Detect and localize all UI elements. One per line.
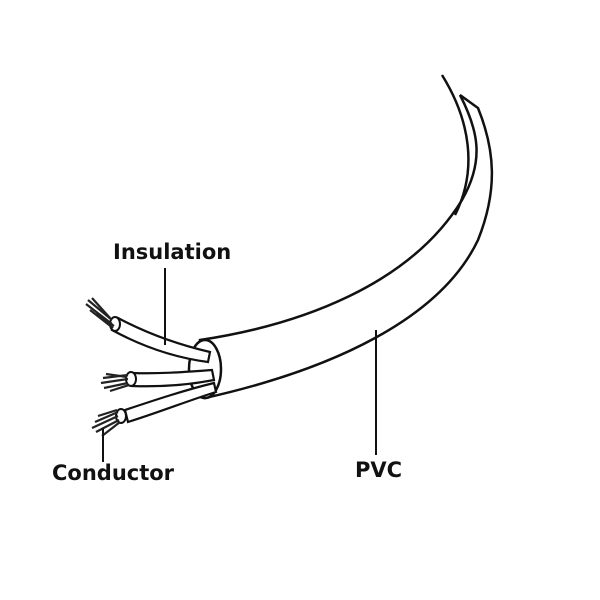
insulation-label: Insulation [113, 240, 232, 264]
wire-bottom [123, 381, 218, 424]
conductor-bottom [91, 408, 121, 437]
pvc-jacket [198, 93, 494, 400]
conductor-label: Conductor [52, 461, 175, 485]
conductor-top [85, 297, 115, 329]
wire-top [110, 316, 212, 364]
conductor-middle [100, 372, 130, 393]
pvc-jacket-inner-line [440, 74, 470, 216]
pvc-label: PVC [355, 458, 403, 482]
